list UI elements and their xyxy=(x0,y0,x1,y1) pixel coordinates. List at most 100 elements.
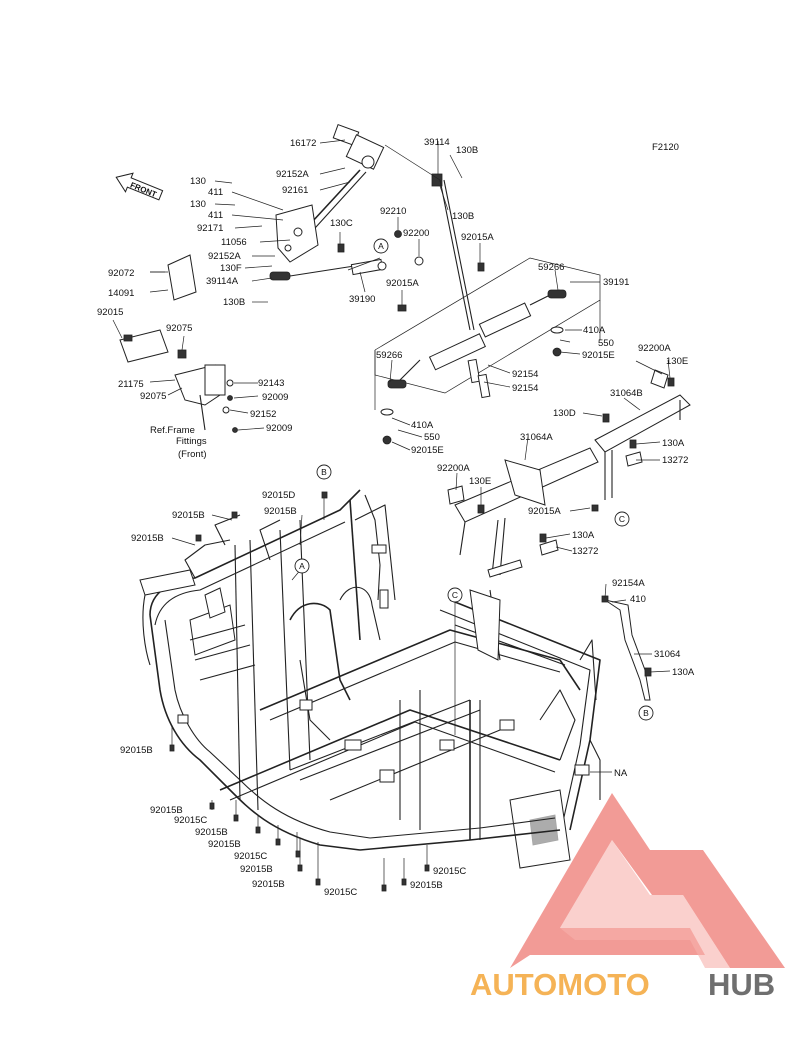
part-label: 21175 xyxy=(118,379,144,390)
part-label: 92154 xyxy=(512,369,538,380)
part-label: 39114 xyxy=(424,137,450,148)
callout-a-upper: A xyxy=(373,238,389,254)
part-label: NA xyxy=(614,768,628,779)
part-label: 92015B xyxy=(252,879,285,890)
part-label: 130 xyxy=(190,176,206,187)
ref-frame-note: Ref.Frame Fittings (Front) xyxy=(150,425,207,460)
part-label: 92015D xyxy=(262,490,295,501)
part-label: 130A xyxy=(572,530,595,541)
part-label: 92015A xyxy=(528,506,561,517)
main-frame-drawing xyxy=(139,489,601,869)
part-label: 92015B xyxy=(131,533,164,544)
callout-b-upper: B xyxy=(316,464,332,480)
svg-text:C: C xyxy=(452,590,458,600)
part-label: 59266 xyxy=(376,350,402,361)
leader-lines xyxy=(112,139,671,890)
part-label: 92015C xyxy=(234,851,267,862)
part-label: 39190 xyxy=(349,294,375,305)
svg-text:HUB: HUB xyxy=(708,967,775,1002)
part-label: 92015A xyxy=(461,232,494,243)
part-label: 92072 xyxy=(108,268,134,279)
part-label: 92015B xyxy=(150,805,183,816)
part-label: 130F xyxy=(220,263,242,274)
part-label: 39191 xyxy=(603,277,629,288)
part-label: 130D xyxy=(553,408,576,419)
part-label: 92152A xyxy=(276,169,309,180)
part-label: 92200A xyxy=(638,343,671,354)
part-label: 130A xyxy=(662,438,685,449)
callout-a-lower: A xyxy=(294,558,310,574)
part-label: 92152 xyxy=(250,409,276,420)
part-label: 92143 xyxy=(258,378,284,389)
part-label: 39114A xyxy=(206,276,239,287)
part-label: 92154 xyxy=(512,383,538,394)
callout-c-upper: C xyxy=(614,511,630,527)
part-label: 92015 xyxy=(97,307,123,318)
svg-text:C: C xyxy=(619,514,625,524)
part-label: 92075 xyxy=(166,323,192,334)
svg-text:Fittings: Fittings xyxy=(176,436,207,447)
part-label: 550 xyxy=(424,432,440,443)
part-label: 92210 xyxy=(380,206,406,217)
part-label: 92009 xyxy=(266,423,292,434)
part-label: 14091 xyxy=(108,288,134,299)
part-label: 11056 xyxy=(221,237,247,248)
svg-text:Ref.Frame: Ref.Frame xyxy=(150,425,195,436)
part-label: 31064B xyxy=(610,388,643,399)
part-label: 92015E xyxy=(411,445,444,456)
part-label: 92009 xyxy=(262,392,288,403)
part-label: 130 xyxy=(190,199,206,210)
part-label: 92015C xyxy=(433,866,466,877)
part-label: 411 xyxy=(208,210,223,221)
watermark-logo xyxy=(510,793,785,968)
part-label: 92075 xyxy=(140,391,166,402)
part-label: 92015A xyxy=(386,278,419,289)
part-label: 92200 xyxy=(403,228,429,239)
part-label: 92200A xyxy=(437,463,470,474)
svg-text:AUTOMOTO: AUTOMOTO xyxy=(470,967,650,1002)
part-label: 92154A xyxy=(612,578,645,589)
part-label: 130B xyxy=(223,297,245,308)
steering-column-drawing xyxy=(269,124,485,331)
part-label: 92015B xyxy=(208,839,241,850)
part-label: 92015B xyxy=(240,864,273,875)
part-label: 410A xyxy=(411,420,434,431)
part-label: 92171 xyxy=(197,223,223,234)
callout-b-lower: B xyxy=(638,705,654,721)
part-label: 92152A xyxy=(208,251,241,262)
part-label: 130E xyxy=(469,476,491,487)
svg-text:A: A xyxy=(299,561,305,571)
part-label: 92015C xyxy=(174,815,207,826)
front-arrow-icon: FRONT xyxy=(115,172,164,201)
part-label: 92015E xyxy=(582,350,615,361)
part-label: 59266 xyxy=(538,262,564,273)
figure-code: F2120 xyxy=(652,142,679,153)
part-label: 130C xyxy=(330,218,353,229)
svg-text:B: B xyxy=(643,708,649,718)
steering-rack-drawing xyxy=(374,257,601,445)
part-label: 92015B xyxy=(172,510,205,521)
part-label: 92015B xyxy=(120,745,153,756)
callout-c-lower: C xyxy=(447,587,463,603)
part-label: 31064A xyxy=(520,432,553,443)
part-label: 92015B xyxy=(264,506,297,517)
part-label: 92015B xyxy=(410,880,443,891)
part-label: 130A xyxy=(672,667,695,678)
part-label: 92161 xyxy=(282,185,308,196)
part-labels: 16172 39114 130B 92152A 92161 130 411 13… xyxy=(97,137,695,898)
part-label: 130B xyxy=(452,211,474,222)
part-label: 13272 xyxy=(572,546,598,557)
watermark-wordmark: AUTOMOTO HUB xyxy=(470,967,775,1002)
part-label: 410 xyxy=(630,594,646,605)
fastener-marks xyxy=(169,491,430,892)
bracket-31064b-drawing xyxy=(591,369,691,512)
svg-text:B: B xyxy=(321,467,327,477)
relay-box-drawing xyxy=(119,254,238,433)
part-label: 411 xyxy=(208,187,223,198)
part-label: 130B xyxy=(456,145,478,156)
part-label: 31064 xyxy=(654,649,680,660)
part-label: 92015B xyxy=(195,827,228,838)
part-label: 410A xyxy=(583,325,606,336)
part-label: 92015C xyxy=(324,887,357,898)
